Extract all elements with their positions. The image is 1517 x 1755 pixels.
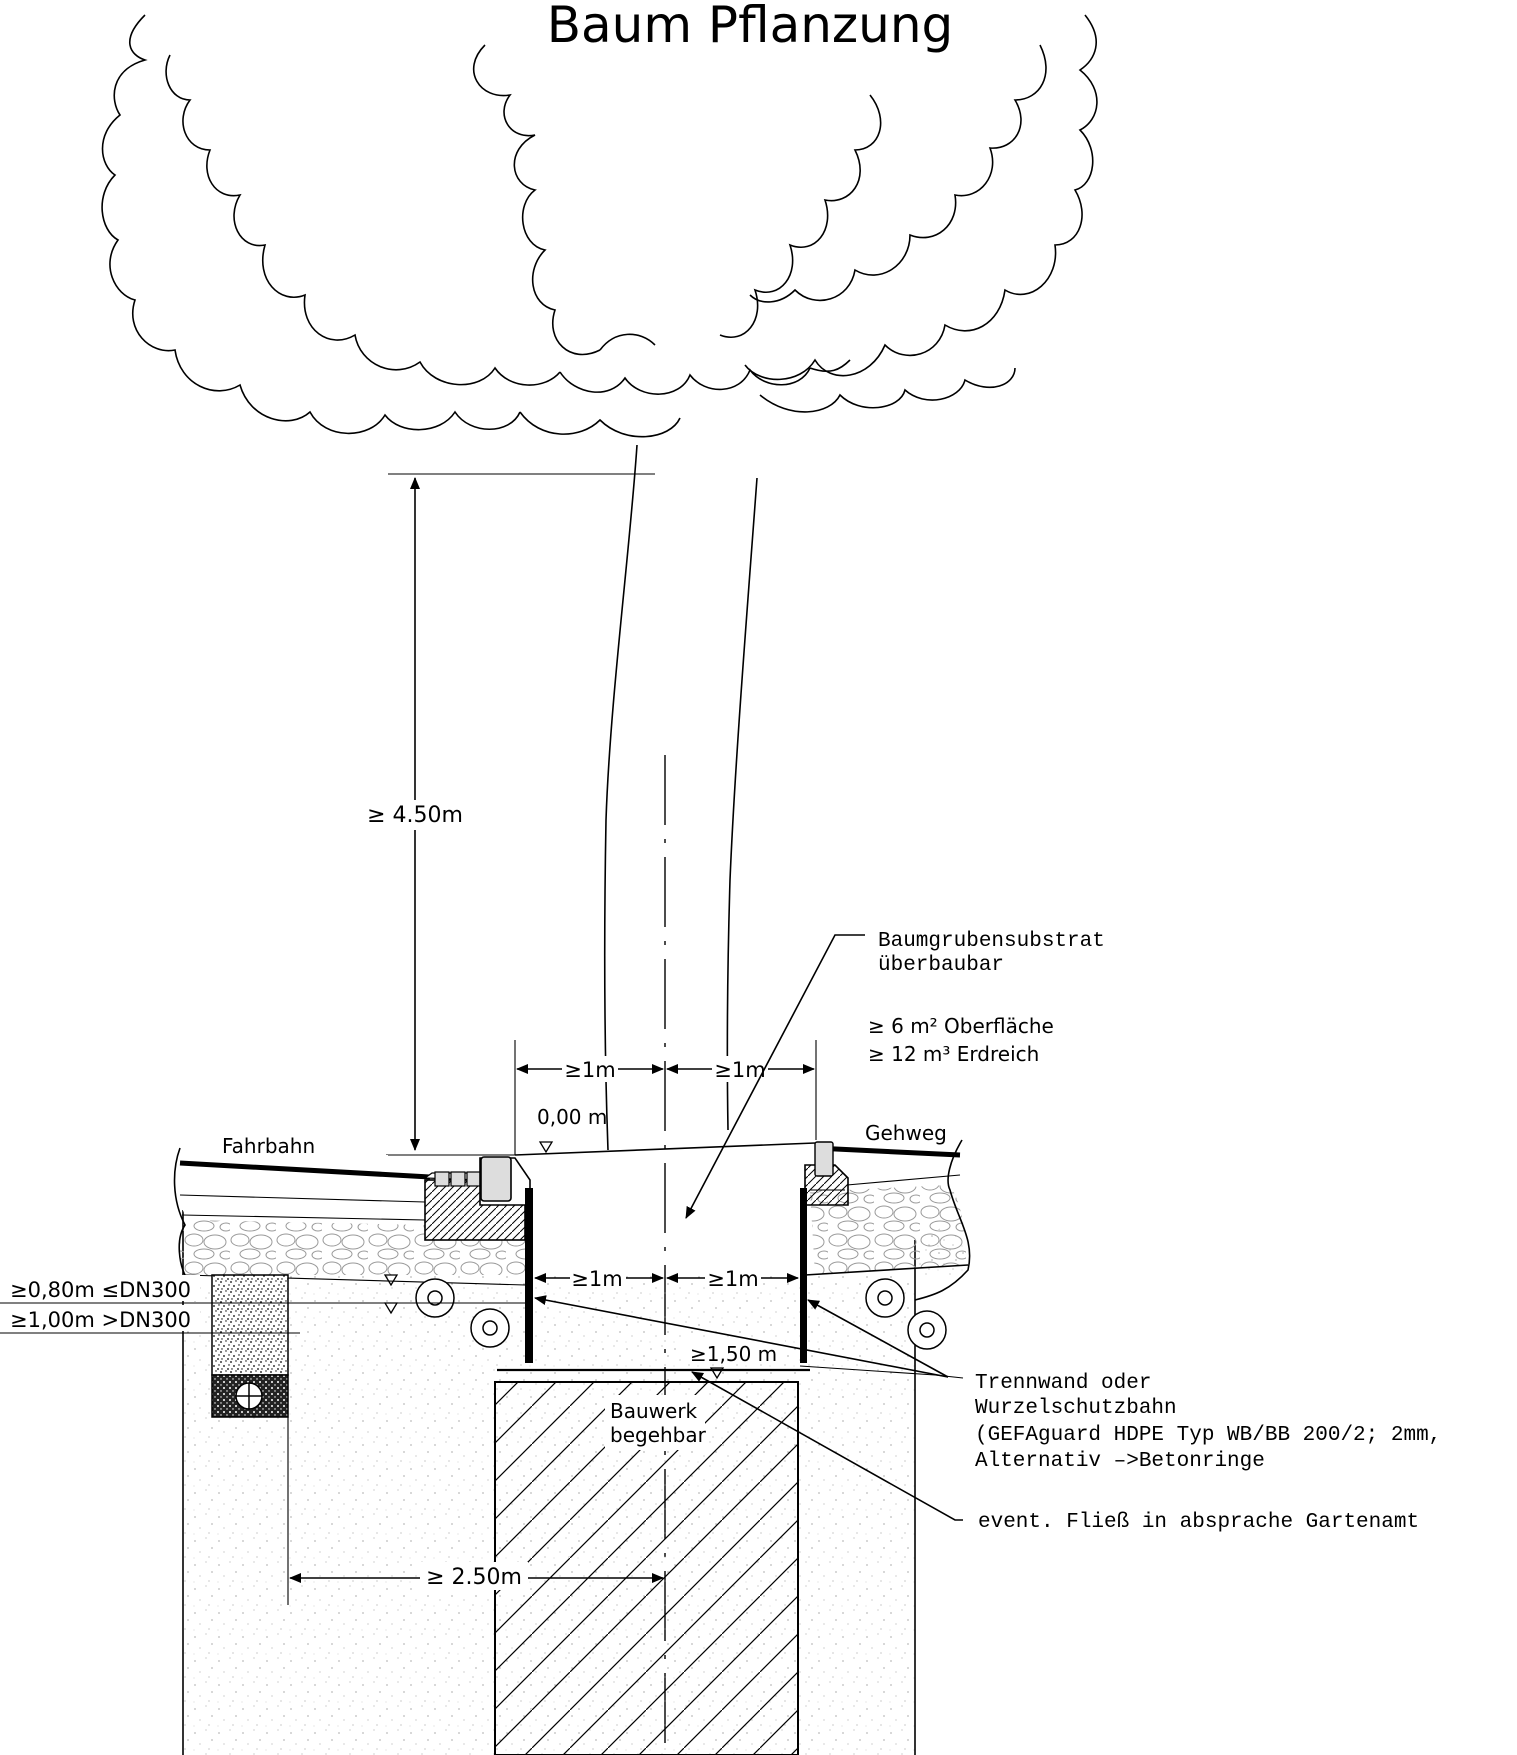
clearance-dimension: ≥ 4.50m xyxy=(365,473,655,1156)
drawing-title: Baum Pflanzung xyxy=(547,0,954,54)
clearance-label: ≥ 4.50m xyxy=(367,803,463,828)
horizontal-distance-label: ≥ 2.50m xyxy=(426,1565,522,1590)
soil-volume-label: ≥ 12 m³ Erdreich xyxy=(868,1042,1039,1066)
curb-right xyxy=(804,1141,849,1206)
pipe-cover-large-label: ≥1,00m >DN300 xyxy=(10,1308,191,1332)
substrate-label-1: Baumgrubensubstrat xyxy=(878,930,1105,953)
level-zero-label: 0,00 m xyxy=(537,1105,607,1129)
structure-label-2: begehbar xyxy=(610,1423,707,1447)
surface-label: ≥ 6 m² Oberfläche xyxy=(868,1014,1054,1038)
root-barriers xyxy=(525,1188,807,1363)
pit-surface xyxy=(514,1142,816,1156)
road-label: Fahrbahn xyxy=(222,1134,315,1158)
pipe-cover-small-label: ≥0,80m ≤DN300 xyxy=(10,1278,191,1302)
mid-right-width-label: ≥1m xyxy=(707,1267,758,1291)
pipe-cover-lines: ≥0,80m ≤DN300 ≥1,00m >DN300 xyxy=(0,1274,525,1334)
mid-left-width-label: ≥1m xyxy=(571,1267,622,1291)
top-left-width-label: ≥1m xyxy=(564,1058,615,1082)
top-right-width-label: ≥1m xyxy=(714,1058,765,1082)
tree-trunk xyxy=(603,444,758,1151)
tree-crown xyxy=(101,14,1098,438)
pipes-left xyxy=(415,1278,510,1348)
substrate-callout: Baumgrubensubstrat überbaubar ≥ 6 m² Obe… xyxy=(685,930,1105,1219)
barrier-label-3: (GEFAguard HDPE Typ WB/BB 200/2; 2mm, xyxy=(975,1424,1441,1447)
depth-marker: ≥1,50 m xyxy=(685,1340,785,1380)
top-width-dimensions: ≥1m ≥1m xyxy=(514,1040,817,1155)
depth-label: ≥1,50 m xyxy=(690,1342,777,1366)
barrier-label-4: Alternativ –>Betonringe xyxy=(975,1450,1265,1473)
horizontal-distance-dimension: ≥ 2.50m xyxy=(287,1417,664,1605)
barrier-callout: Trennwand oder Wurzelschutzbahn (GEFAgua… xyxy=(534,1295,1441,1473)
substrate-label-2: überbaubar xyxy=(878,954,1004,977)
barrier-label-2: Wurzelschutzbahn xyxy=(975,1397,1177,1420)
fleece-label: event. Fließ in absprache Gartenamt xyxy=(978,1511,1419,1534)
structure-bauwerk: Bauwerk begehbar xyxy=(494,1368,810,1755)
sidewalk-label: Gehweg xyxy=(865,1121,947,1145)
level-zero-marker: 0,00 m xyxy=(537,1105,607,1154)
structure-label-1: Bauwerk xyxy=(610,1399,698,1423)
pipes-right xyxy=(865,1278,947,1350)
mid-width-dimensions: ≥1m ≥1m xyxy=(534,1265,799,1291)
drainage-trench xyxy=(211,1274,289,1418)
barrier-label-1: Trennwand oder xyxy=(975,1372,1151,1395)
fleece-callout: event. Fließ in absprache Gartenamt xyxy=(691,1371,1419,1534)
